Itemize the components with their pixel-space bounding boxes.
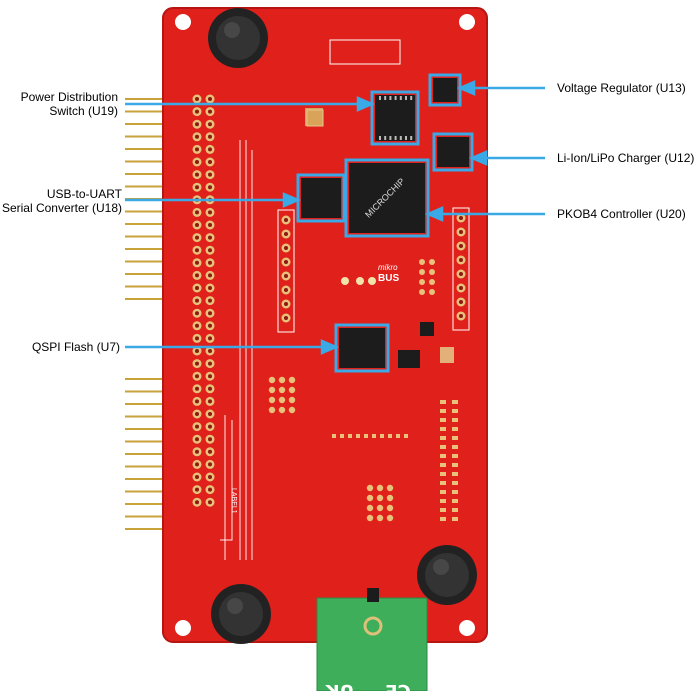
chip-u13 bbox=[433, 78, 457, 102]
label-power-switch: Power Distribution Switch (U19) bbox=[0, 90, 118, 118]
rubber-foot bbox=[211, 584, 271, 644]
callout-box-u19 bbox=[370, 90, 420, 146]
label-regulator-text: Voltage Regulator (U13) bbox=[557, 81, 686, 95]
chip-u20: MICROCHIP bbox=[349, 163, 425, 233]
chip-u18 bbox=[301, 178, 341, 218]
svg-text:CE: CE bbox=[385, 680, 411, 691]
chip-u12 bbox=[437, 137, 469, 167]
callout-boxes bbox=[296, 73, 474, 373]
label-qspi: QSPI Flash (U7) bbox=[0, 340, 120, 354]
usb-tab: CE UK bbox=[316, 588, 428, 696]
mikrobus-header-left bbox=[277, 209, 295, 333]
component-rail bbox=[440, 400, 458, 521]
label-charger-text: Li-Ion/LiPo Charger (U12) bbox=[557, 151, 695, 165]
label-pkob: PKOB4 Controller (U20) bbox=[557, 207, 686, 221]
label-usb-uart: USB-to-UART Serial Converter (U18) bbox=[0, 187, 122, 215]
rubber-foot bbox=[208, 8, 268, 68]
label-power-switch-text: Power Distribution Switch (U19) bbox=[20, 90, 118, 118]
test-pins bbox=[268, 376, 296, 414]
test-pins bbox=[366, 484, 394, 522]
callout-box-u18 bbox=[296, 173, 346, 223]
label-regulator: Voltage Regulator (U13) bbox=[557, 81, 686, 95]
label-charger: Li-Ion/LiPo Charger (U12) bbox=[557, 151, 694, 165]
mikrobus-name: BUS bbox=[378, 273, 399, 284]
mount-hole bbox=[175, 620, 191, 636]
rubber-foot bbox=[417, 545, 477, 605]
callout-box-u12 bbox=[432, 132, 474, 172]
mikrobus-header-right bbox=[452, 207, 470, 331]
mount-hole bbox=[175, 14, 191, 30]
mount-hole bbox=[459, 620, 475, 636]
chip-u19 bbox=[375, 95, 415, 141]
test-pad-row bbox=[332, 434, 408, 438]
callout-box-u13 bbox=[428, 73, 462, 107]
chip-u7 bbox=[339, 328, 385, 368]
led-row bbox=[341, 277, 376, 285]
label-pkob-text: PKOB4 Controller (U20) bbox=[557, 207, 686, 221]
mikrobus-prefix: mikro bbox=[378, 263, 398, 272]
callout-arrows bbox=[125, 80, 545, 355]
header-j1 bbox=[419, 259, 435, 295]
header-pins-left bbox=[125, 98, 180, 530]
mount-hole bbox=[459, 14, 475, 30]
label-silk: LABEL1 bbox=[230, 488, 237, 514]
label-usb-uart-text: USB-to-UART Serial Converter (U18) bbox=[1, 187, 122, 215]
label-qspi-text: QSPI Flash (U7) bbox=[31, 340, 120, 354]
header-holes bbox=[192, 94, 215, 507]
svg-text:UK: UK bbox=[325, 680, 355, 691]
callout-box-u20 bbox=[344, 158, 430, 238]
